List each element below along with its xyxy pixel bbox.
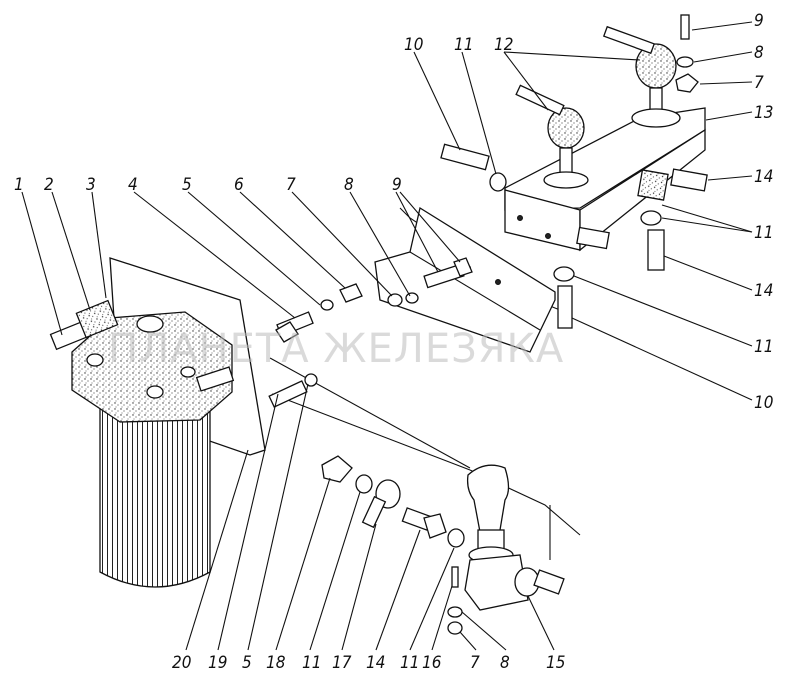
housing-top-bolt [136,315,164,333]
nut-part-7 [387,293,403,307]
fitting-part-14a [670,168,708,192]
callout-top-8: 8 [754,43,764,63]
housing-bolt-left [86,353,104,367]
callout-bottom-7: 7 [470,653,480,673]
callout-1: 1 [14,175,24,195]
callout-bottom-20: 20 [172,653,191,673]
callout-top-9: 9 [754,11,764,31]
callout-bottom-8: 8 [500,653,510,673]
callout-labels: 1 2 3 4 5 6 7 8 9 10 11 12 9 8 7 13 14 1… [14,11,773,673]
washer-part-11b [447,528,465,548]
washer-part-11c [489,172,507,192]
bolt-head-9 [453,257,473,277]
filter-housing-head [71,311,233,423]
bolt-part-9b [680,14,690,40]
bolt-part-5 [275,311,314,343]
callout-bottom-11b: 11 [400,653,419,673]
callout-bottom-11a: 11 [302,653,321,673]
inlet-banjo [75,299,119,339]
callout-top-7: 7 [754,73,764,93]
callout-top-13: 13 [754,103,773,123]
tap-outlet-fitting [576,226,610,250]
callout-bottom-14: 14 [366,653,385,673]
callout-bottom-16: 16 [422,653,442,673]
callout-top-10: 10 [404,35,423,55]
fitting-part-14b [647,229,665,271]
washer-part-8c [676,56,694,68]
nut-part-7c [675,73,699,93]
outlet-block [637,169,669,201]
callout-7: 7 [286,175,296,195]
fitting-part-10b [557,285,573,329]
watermark-text: ПЛАНЕТА ЖЕЛЕЗЯКА [108,326,564,372]
callout-2: 2 [44,175,54,195]
bottom-fittings [321,455,565,635]
callout-top-12: 12 [494,35,513,55]
nut-part-18 [321,455,353,483]
nut-part-6 [339,283,363,303]
washer-part-8b [447,606,463,618]
bolt-part-19 [268,380,308,408]
callout-top-11: 11 [454,35,473,55]
banjo-part-17 [361,479,401,529]
nut-part-7b [447,621,463,635]
callout-bottom-17: 17 [332,653,352,673]
callout-right-14a: 14 [754,167,773,187]
callout-right-11b: 11 [754,337,773,357]
callout-9: 9 [392,175,402,195]
housing-bolt-front [146,385,164,399]
callout-8: 8 [344,175,354,195]
bolt-part-16 [451,566,459,588]
tap-handle-left [515,84,589,189]
tap-block-assembly [440,14,708,329]
callout-bottom-19: 19 [208,653,227,673]
fitting-part-14 [401,507,447,539]
callout-right-10: 10 [754,393,773,413]
center-hardware [268,257,473,408]
callout-bottom-15: 15 [546,653,565,673]
washer-part-6a [320,299,334,311]
callout-right-14b: 14 [754,281,773,301]
housing-bolt-right [180,366,196,378]
hand-pump-part-15 [464,464,565,611]
tap-handle-right [602,25,681,128]
washer-part-11d [640,210,662,226]
callout-4: 4 [128,175,138,195]
outlet-fitting [195,366,235,392]
callout-bottom-18: 18 [266,653,286,673]
callout-5: 5 [182,175,192,195]
callout-right-11: 11 [754,223,773,243]
fitting-part-10a [440,143,490,171]
fuel-filter-assembly [49,257,266,588]
callout-bottom-5: 5 [242,653,252,673]
washer-part-11a [355,474,373,494]
washer-part-5b [304,373,318,387]
callout-3: 3 [86,175,96,195]
callout-6: 6 [234,175,244,195]
washer-part-11e [553,266,575,282]
washer-part-8 [405,292,419,304]
leader-lines [21,21,753,651]
